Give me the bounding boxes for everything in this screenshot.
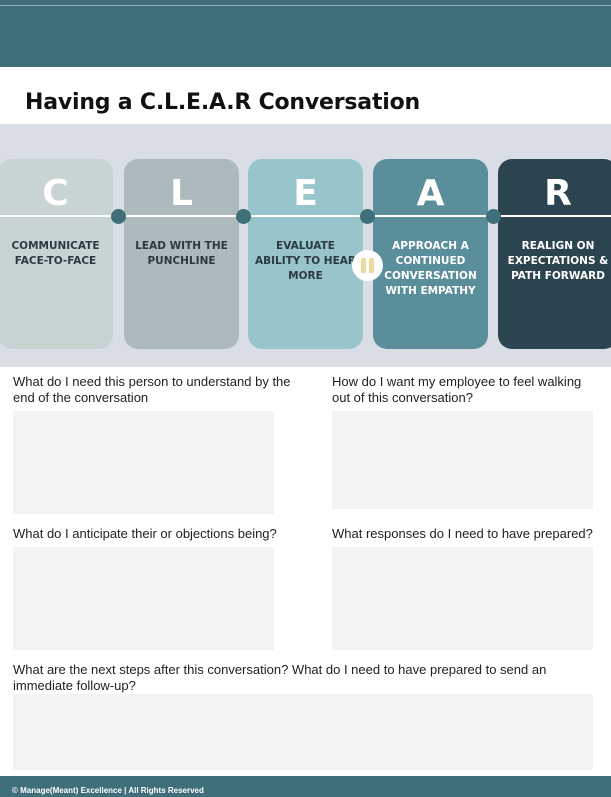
- step-letter: L: [170, 173, 193, 214]
- question-objections: What do I anticipate their or objections…: [13, 526, 277, 541]
- timeline-dot: [360, 209, 375, 224]
- timeline-dot: [486, 209, 501, 224]
- step-evaluate: E EVALUATE ABILITY TO HEAR MORE: [248, 159, 363, 349]
- page-title: Having a C.L.E.A.R Conversation: [25, 90, 420, 115]
- answer-box-feel[interactable]: [332, 411, 593, 509]
- footer-band: © Manage(Meant) Excellence | All Rights …: [0, 776, 611, 797]
- step-letter: A: [416, 173, 445, 214]
- answer-box-next-steps[interactable]: [13, 694, 593, 770]
- step-text: APPROACH A CONTINUED CONVERSATION WITH E…: [384, 240, 477, 297]
- answer-box-objections[interactable]: [13, 547, 274, 650]
- footer-copyright: © Manage(Meant) Excellence | All Rights …: [12, 786, 204, 795]
- step-text: COMMUNICATE FACE-TO-FACE: [11, 240, 100, 267]
- question-responses: What responses do I need to have prepare…: [332, 526, 593, 541]
- step-communicate: C COMMUNICATE FACE-TO-FACE: [0, 159, 113, 349]
- step-lead: L LEAD WITH THE PUNCHLINE: [124, 159, 239, 349]
- question-feel: How do I want my employee to feel walkin…: [332, 374, 582, 405]
- step-text: EVALUATE ABILITY TO HEAR MORE: [255, 240, 356, 282]
- step-letter: C: [42, 173, 69, 214]
- step-approach: A APPROACH A CONTINUED CONVERSATION WITH…: [373, 159, 488, 349]
- step-text: REALIGN ON EXPECTATIONS & PATH FORWARD: [507, 240, 609, 282]
- question-understand: What do I need this person to understand…: [13, 374, 291, 405]
- answer-box-understand[interactable]: [13, 411, 274, 514]
- timeline-line: [0, 215, 611, 217]
- answer-box-responses[interactable]: [332, 547, 593, 650]
- timeline-dot: [236, 209, 251, 224]
- step-letter: E: [293, 173, 318, 214]
- step-realign: R REALIGN ON EXPECTATIONS & PATH FORWARD: [498, 159, 611, 349]
- pause-icon: [352, 250, 383, 281]
- step-letter: R: [544, 173, 572, 214]
- header-band: [0, 0, 611, 67]
- step-text: LEAD WITH THE PUNCHLINE: [135, 240, 228, 267]
- timeline-dot: [111, 209, 126, 224]
- header-hairline: [0, 5, 611, 6]
- question-next-steps: What are the next steps after this conve…: [13, 662, 547, 693]
